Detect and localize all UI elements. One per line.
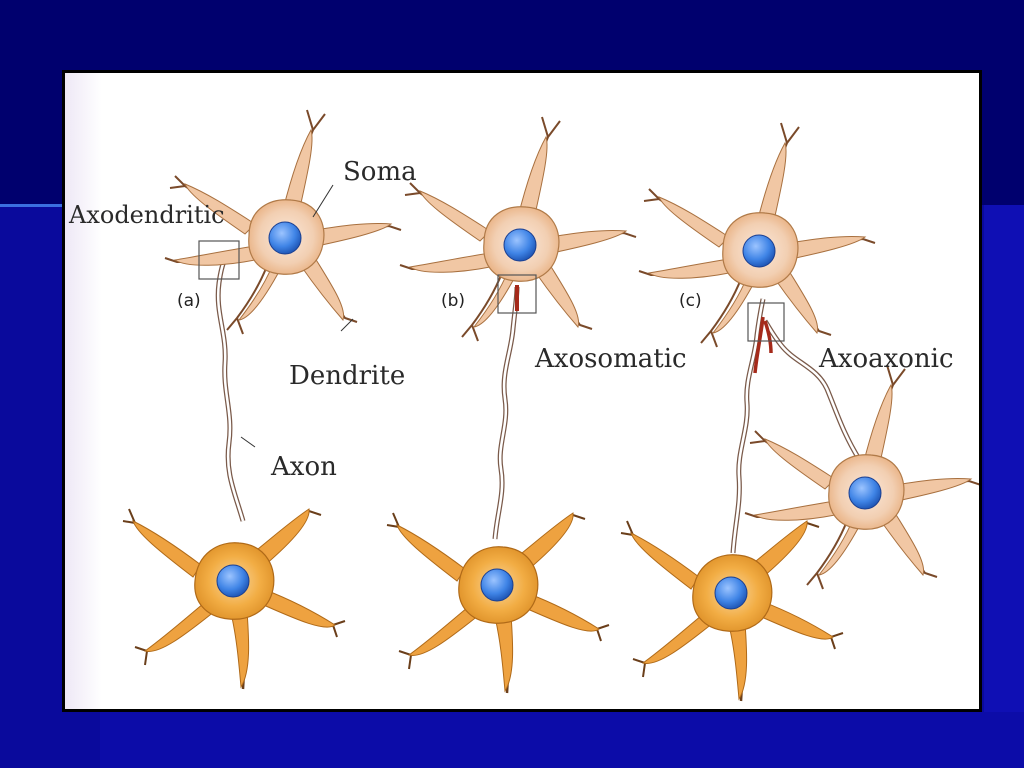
panel-c <box>619 122 979 703</box>
slide-background-bottom-panel <box>100 712 1024 768</box>
slide-accent-line <box>0 204 64 207</box>
panel-a <box>121 109 402 691</box>
panel-tag-a: (a) <box>177 291 201 311</box>
panel-tag-b: (b) <box>441 291 465 311</box>
dendrite-pointer <box>340 318 354 332</box>
soma-pointer <box>312 184 334 218</box>
label-axoaxonic: Axoaxonic <box>818 344 954 374</box>
slide-background-right-panel <box>984 205 1024 768</box>
axon-terminal-c <box>753 316 773 374</box>
label-axosomatic: Axosomatic <box>534 344 687 374</box>
panel-tag-c: (c) <box>679 291 702 311</box>
panel-b <box>385 116 637 695</box>
label-soma: Soma <box>343 157 417 187</box>
synapse-box-c <box>747 302 785 342</box>
synapse-box-b <box>497 274 537 314</box>
synapse-box-a <box>198 240 240 280</box>
label-dendrite: Dendrite <box>289 361 405 391</box>
synapse-types-figure: Soma Axodendritic Dendrite Axon Axosomat… <box>62 70 982 712</box>
label-axon: Axon <box>270 452 337 482</box>
label-axodendritic: Axodendritic <box>68 201 225 229</box>
synapse-diagram: Soma Axodendritic Dendrite Axon Axosomat… <box>65 73 979 709</box>
axon-pointer <box>240 436 256 448</box>
